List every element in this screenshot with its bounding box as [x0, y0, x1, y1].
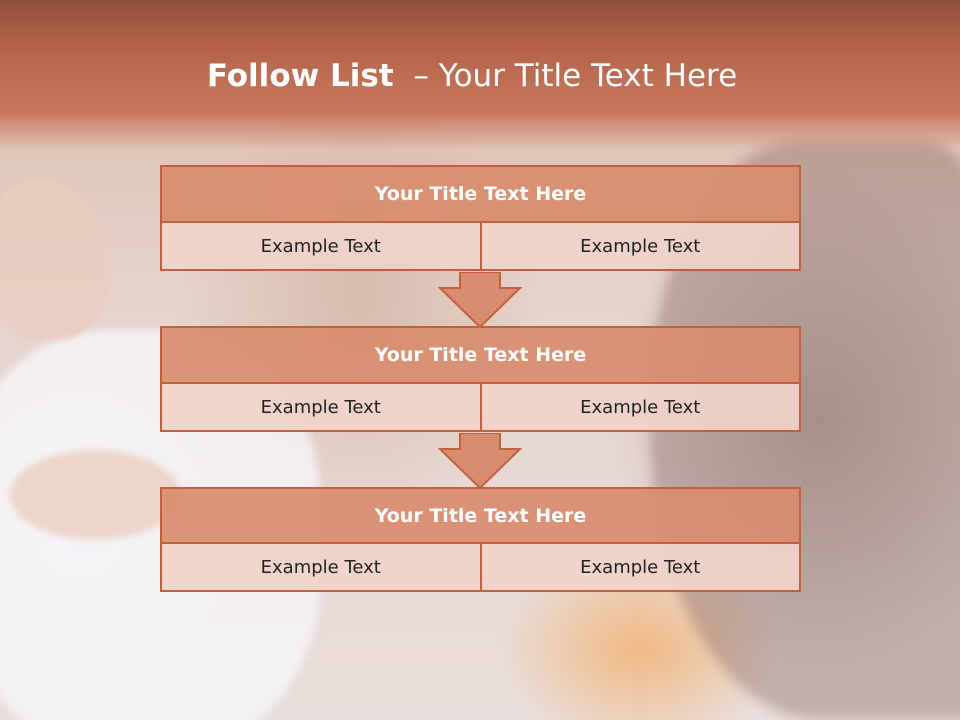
header-band — [0, 0, 960, 150]
block-title: Your Title Text Here — [162, 167, 799, 223]
title-rest: – Your Title Text Here — [393, 58, 738, 94]
page-title: Follow List – Your Title Text Here — [0, 56, 944, 96]
block-row: Example Text Example Text — [162, 544, 799, 590]
block-cell-right: Example Text — [479, 384, 800, 430]
block-title: Your Title Text Here — [162, 489, 799, 544]
block-cell-right: Example Text — [479, 223, 800, 269]
list-block-1: Your Title Text Here Example Text Exampl… — [160, 165, 801, 271]
block-cell-right: Example Text — [479, 544, 800, 590]
photo-hand — [0, 180, 110, 340]
block-row: Example Text Example Text — [162, 223, 799, 269]
title-bold: Follow List — [206, 58, 394, 94]
down-arrow-icon — [438, 272, 522, 328]
block-cell-left: Example Text — [260, 556, 381, 578]
list-block-2: Your Title Text Here Example Text Exampl… — [160, 326, 801, 432]
list-block-3: Your Title Text Here Example Text Exampl… — [160, 487, 801, 592]
block-cell-left: Example Text — [260, 235, 381, 257]
photo-hand — [10, 450, 180, 540]
block-title: Your Title Text Here — [162, 328, 799, 384]
block-cell-left: Example Text — [260, 396, 381, 418]
down-arrow-icon — [438, 433, 522, 489]
block-row: Example Text Example Text — [162, 384, 799, 430]
